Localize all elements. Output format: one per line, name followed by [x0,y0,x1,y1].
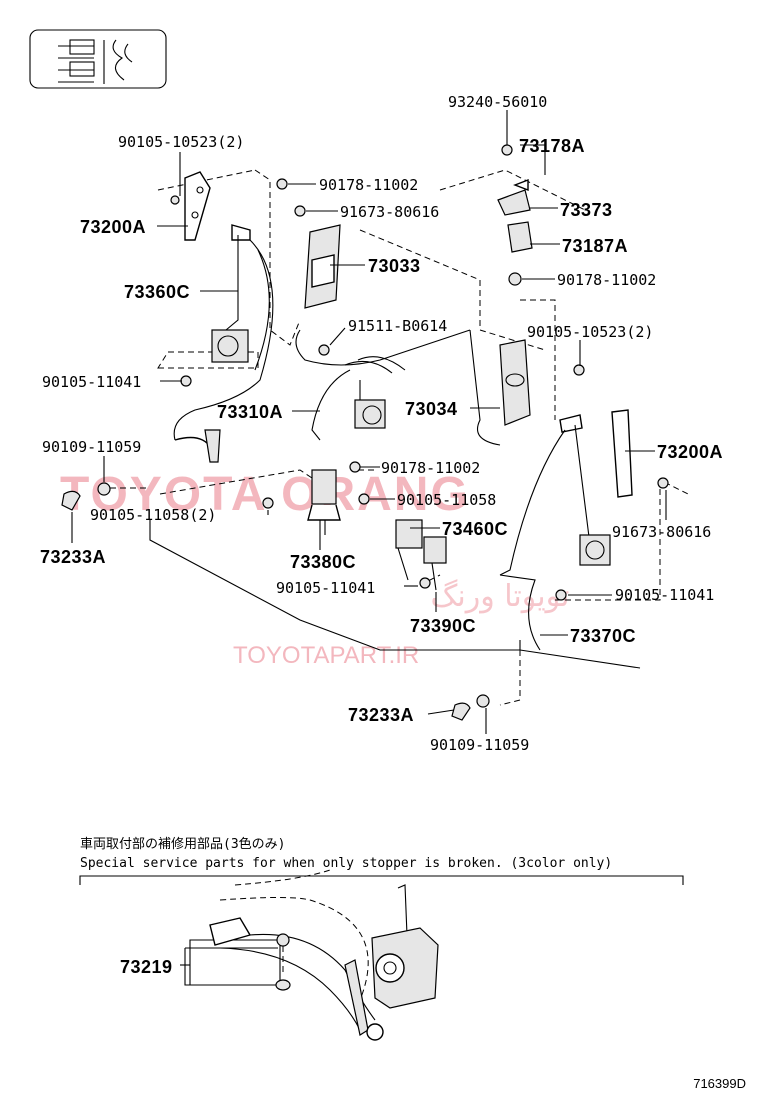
label-90105-11058-2: 90105-11058(2) [90,506,216,524]
label-73380C: 73380C [290,552,356,572]
watermark-brand-persian: تویوتا ورنگ [431,579,570,614]
label-73033: 73033 [368,256,421,276]
watermark-site: TOYOTAPART.IR [233,642,419,669]
service-note-english: Special service parts for when only stop… [80,856,612,871]
clip-73233A-left [61,490,81,511]
label-90109-11059-left: 90109-11059 [42,438,141,456]
label-90105-11041-mid: 90105-11041 [276,579,375,597]
label-93240-56010: 93240-56010 [448,93,547,111]
label-73233A-bottom: 73233A [348,705,414,725]
label-73233A-left: 73233A [40,547,106,567]
stopper-button-icon [276,933,290,947]
label-90178-11002-right: 90178-11002 [557,271,656,289]
label-73373: 73373 [560,200,613,220]
label-91511-B0614: 91511-B0614 [348,317,447,335]
clip-73233A-bottom [451,702,471,721]
left-outer-belt [173,171,274,463]
label-90178-11002-mid: 90178-11002 [381,459,480,477]
right-outer-belt [499,409,633,651]
label-91673-80616-right: 91673-80616 [612,523,711,541]
label-91673-80616-top: 91673-80616 [340,203,439,221]
label-90178-11002-top: 90178-11002 [319,176,418,194]
label-73187A: 73187A [562,236,628,256]
label-73390C: 73390C [410,616,476,636]
label-73200A-right: 73200A [657,442,723,462]
buckle-73390C [423,536,447,591]
label-73200A-left: 73200A [80,217,146,237]
label-90105-11041-right: 90105-11041 [615,586,714,604]
buckle-73380C [307,469,341,535]
diagram-code: 716399D [693,1076,746,1091]
leader-lines [71,110,667,734]
label-90105-11041-left: 90105-11041 [42,373,141,391]
stopper-base-icon [275,979,291,991]
watermark-brand-latin: TOYOTA ORANG [60,468,470,521]
label-73310A: 73310A [217,402,283,422]
label-90109-11059-bottom: 90109-11059 [430,736,529,754]
bolt-icons [97,144,669,708]
part-number-labels: 93240-56010 73178A 73373 73187A 90178-11… [40,93,723,754]
service-note-japanese: 車両取付部の補修用部品(3色のみ) [80,836,285,852]
label-73034: 73034 [405,399,458,419]
label-73360C: 73360C [124,282,190,302]
center-belt [311,356,406,441]
label-90105-10523-left: 90105-10523(2) [118,133,244,151]
label-90105-11058: 90105-11058 [397,491,496,509]
label-73219: 73219 [120,957,173,977]
vehicle-location-icon [29,29,167,89]
label-73178A: 73178A [519,136,585,156]
label-73460C: 73460C [442,519,508,539]
pillar-cover-73034 [499,339,531,426]
label-90105-10523-right: 90105-10523(2) [527,323,653,341]
pillar-cover-73033 [304,224,341,309]
trim-73373 [497,178,531,216]
label-73370C: 73370C [570,626,636,646]
buckle-73460C [395,519,423,581]
vehicle-body-outline [100,169,691,706]
service-parts-section: 車両取付部の補修用部品(3色のみ) Special service parts … [79,836,684,1041]
trim-73187A [507,221,533,253]
